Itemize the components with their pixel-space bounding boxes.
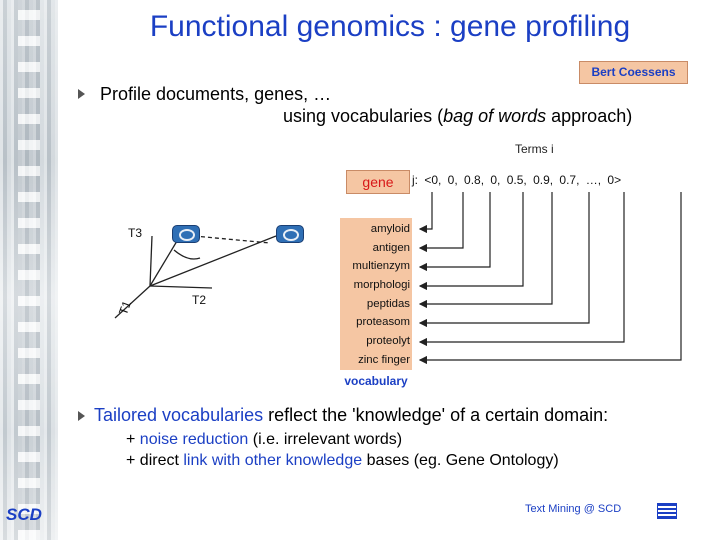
sub-point-2: + direct link with other knowledge bases… — [126, 452, 559, 469]
axis-t2 — [149, 285, 213, 289]
gene-vector-2 — [149, 235, 277, 287]
vocabulary-term: morphologi — [353, 279, 410, 292]
footer-text: Text Mining @ SCD — [525, 503, 622, 515]
vector-distance — [193, 235, 271, 244]
vocabulary-term: peptidas — [366, 297, 410, 310]
gene-label: gene — [346, 170, 410, 194]
vocabulary-term: proteasom — [356, 316, 410, 329]
scd-logo: SCD — [6, 505, 42, 524]
author-tag: Bert Coessens — [579, 61, 688, 84]
axis-t1 — [114, 285, 151, 319]
connector-line — [418, 192, 625, 347]
connector-line — [418, 192, 590, 328]
bullet-arrow-icon — [78, 89, 85, 99]
connector-line — [418, 192, 524, 291]
axis-label-t3: T3 — [128, 226, 143, 240]
axis-t3 — [149, 235, 153, 287]
bullet-2-line: Tailored vocabularies reflect the 'knowl… — [94, 405, 609, 425]
vocabulary-term: multienzym — [352, 260, 410, 273]
gene-vector-1 — [149, 235, 181, 287]
connector-line — [418, 192, 433, 234]
vocabulary-box — [340, 218, 412, 370]
bullet-1-line-2: using vocabularies (bag of words approac… — [283, 106, 633, 126]
terms-label: Terms i — [515, 142, 554, 156]
decorative-sidebar — [0, 0, 58, 540]
vocabulary-term: proteolyt — [366, 335, 410, 348]
dna-icon — [172, 225, 200, 243]
slide-title: Functional genomics : gene profiling — [149, 10, 631, 43]
connector-line — [418, 192, 553, 309]
connector-line — [418, 192, 464, 253]
vocabulary-term: zinc finger — [358, 353, 410, 366]
vocabulary-term: antigen — [372, 241, 410, 254]
connector-line — [418, 192, 682, 365]
flag-icon — [657, 503, 677, 519]
dna-icon — [276, 225, 304, 243]
sub-point-1: + noise reduction (i.e. irrelevant words… — [126, 431, 403, 448]
vocabulary-list: amyloid antigen multienzym morphologi pe… — [340, 220, 410, 370]
vocabulary-term: amyloid — [370, 223, 410, 235]
connector-line — [418, 192, 491, 272]
vocabulary-label: vocabulary — [344, 374, 408, 388]
bullet-arrow-icon — [78, 411, 85, 421]
term-weight-vector: j: <0, 0, 0.8, 0, 0.5, 0.9, 0.7, …, 0> — [412, 173, 622, 187]
axis-label-t2: T2 — [192, 293, 207, 307]
angle-arc — [173, 249, 201, 260]
bullet-1-line-1: Profile documents, genes, … — [100, 84, 332, 104]
